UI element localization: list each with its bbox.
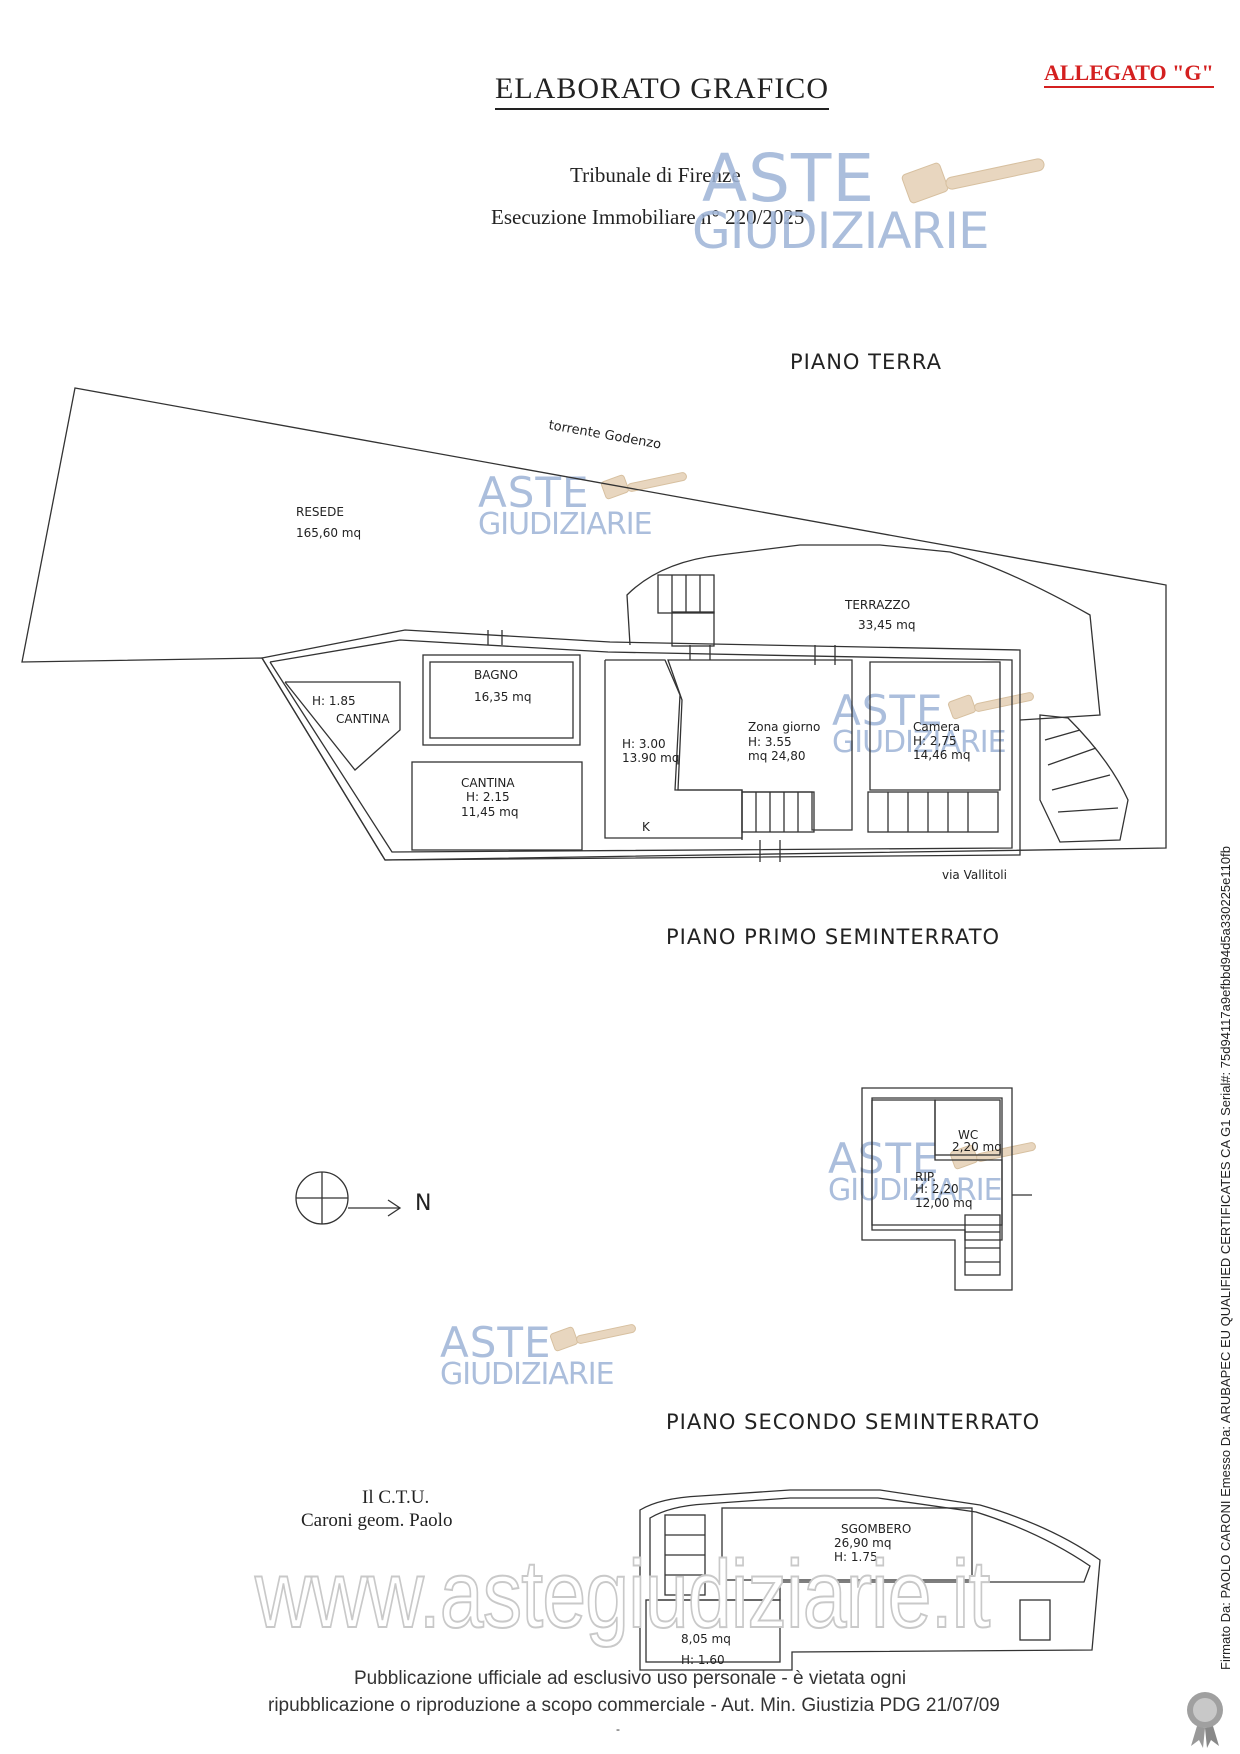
resede-outline (21, 387, 1167, 861)
label-zona-giorno-height: H: 3.55 (748, 735, 792, 749)
label-cantina-2-height: H: 2.15 (466, 790, 510, 804)
label-terrazzo: TERRAZZO (845, 598, 911, 612)
room-cantina-2 (411, 761, 583, 851)
section-title-piano-terra: PIANO TERRA (790, 350, 942, 374)
label-camera: Camera (913, 720, 961, 734)
watermark-logo: ASTE GIUDIZIARIE (692, 140, 990, 260)
room-camera (869, 661, 1001, 791)
label-kitchen-area: 13.90 mq (622, 751, 680, 765)
label-cantina-1-height: H: 1.85 (312, 694, 356, 708)
watermark-logo: ASTE GIUDIZIARIE (478, 468, 653, 542)
label-kitchen: K (642, 820, 650, 834)
label-rip: RIP. (915, 1170, 937, 1184)
label-sgombero-area: 26,90 mq (834, 1536, 892, 1550)
label-zona-giorno: Zona giorno (748, 720, 821, 734)
label-wc: WC (958, 1128, 979, 1142)
room-cantina-1 (284, 681, 401, 771)
room-rip (871, 1099, 1003, 1226)
allegato-label: ALLEGATO "G" (1044, 60, 1214, 88)
label-resede-area: 165,60 mq (296, 526, 362, 540)
first-basement-wall (861, 1087, 1013, 1291)
digital-signature: Firmato Da: PAOLO CARONI Emesso Da: ARUB… (1218, 846, 1233, 1670)
watermark-logo: ASTE GIUDIZIARIE (828, 1134, 1003, 1208)
footer-dash: - (616, 1722, 620, 1736)
label-small-height: H: 1.60 (681, 1653, 725, 1667)
watermark-logo: ASTE GIUDIZIARIE (440, 1318, 615, 1392)
footer-notice-line-1: Pubblicazione ufficiale ad esclusivo uso… (354, 1668, 907, 1689)
ground-building-wall (260, 629, 1021, 861)
label-sgombero-height: H: 1.75 (834, 1550, 878, 1564)
label-terrazzo-area: 33,45 mq (858, 618, 916, 632)
ctu-name: Caroni geom. Paolo (301, 1510, 453, 1531)
label-camera-height: H: 2,75 (913, 734, 957, 748)
section-title-secondo-seminterrato: PIANO SECONDO SEMINTERRATO (666, 1410, 1041, 1434)
footer-notice-line-2: ripubblicazione o riproduzione a scopo c… (268, 1695, 1000, 1716)
room-bagno (429, 661, 574, 739)
label-cantina-2-area: 11,45 mq (461, 805, 519, 819)
external-stair (1039, 714, 1129, 843)
label-bagno-area: 16,35 mq (474, 690, 532, 704)
label-via-vallitoli: via Vallitoli (942, 868, 1007, 882)
label-zona-giorno-area: mq 24,80 (748, 749, 806, 763)
label-cantina-2: CANTINA (461, 776, 515, 790)
watermark-logo: ASTE GIUDIZIARIE (832, 686, 1007, 760)
label-sgombero: SGOMBERO (841, 1522, 912, 1536)
section-title-primo-seminterrato: PIANO PRIMO SEMINTERRATO (666, 925, 1001, 949)
second-basement-wall (639, 1489, 1101, 1671)
label-rip-height: H: 2,20 (915, 1182, 959, 1196)
label-resede: RESEDE (296, 505, 344, 519)
label-camera-area: 14,46 mq (913, 748, 971, 762)
room-small (645, 1599, 781, 1663)
gavel-icon (949, 1142, 1036, 1170)
gavel-icon (947, 692, 1034, 720)
label-small-area: 8,05 mq (681, 1632, 731, 1646)
label-kitchen-height: H: 3.00 (622, 737, 666, 751)
label-cantina-1: CANTINA (336, 712, 390, 726)
court-name: Tribunale di Firenze (570, 163, 741, 187)
document-title: ELABORATO GRAFICO (495, 72, 829, 110)
seal-icon (1187, 1692, 1223, 1748)
execution-number: Esecuzione Immobiliare n° 220/2025 (491, 205, 805, 229)
gavel-icon (901, 158, 1045, 204)
compass-icon (295, 1171, 402, 1225)
terrazzo-outline (626, 544, 1101, 721)
ctu-title: Il C.T.U. (362, 1487, 430, 1508)
label-bagno: BAGNO (474, 668, 518, 682)
gavel-icon (549, 1324, 636, 1352)
label-rip-area: 12,00 mq (915, 1196, 973, 1210)
compass-north-label: N (415, 1191, 432, 1216)
label-wc-area: 2,20 mq (952, 1140, 1002, 1154)
website-watermark: www.astegiudiziarie.it (254, 1540, 991, 1649)
room-sgombero (721, 1507, 973, 1581)
